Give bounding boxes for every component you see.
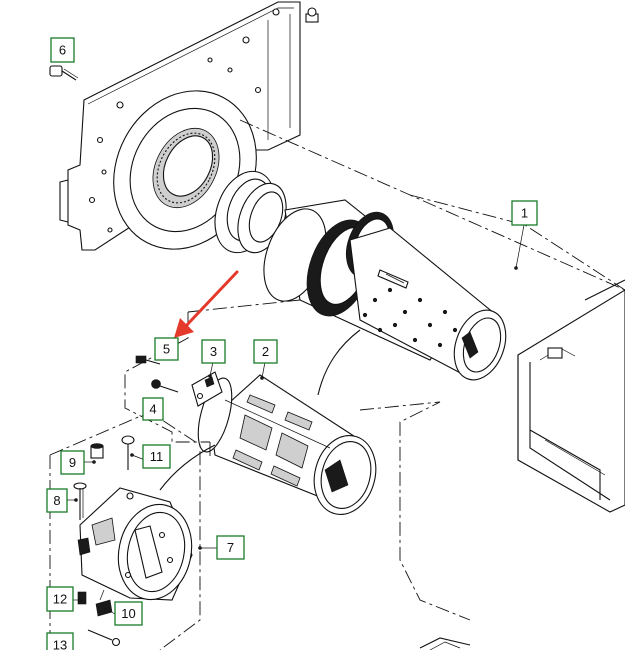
screw-part-13 <box>87 629 121 647</box>
callout-7-label: 7 <box>227 540 234 555</box>
callout-13: 13 <box>46 632 74 650</box>
mounting-plate <box>59 1 319 251</box>
callout-3-label: 3 <box>210 344 217 359</box>
callout-8: 8 <box>46 488 68 513</box>
housing-part-7 <box>77 444 216 601</box>
clip-part-10 <box>95 589 113 617</box>
callout-1-label: 1 <box>521 206 528 221</box>
callout-11: 11 <box>142 444 171 469</box>
housing-frame <box>419 279 625 650</box>
callout-5-label: 5 <box>163 342 170 357</box>
shaft-assembly <box>214 170 507 396</box>
callout-10: 10 <box>114 601 143 626</box>
callout-4: 4 <box>142 397 164 421</box>
callout-2: 2 <box>253 339 278 364</box>
callout-4-label: 4 <box>149 402 156 417</box>
sleeve-part-2 <box>197 374 377 515</box>
pin-part-11 <box>121 435 135 470</box>
bolt-6 <box>49 65 79 81</box>
callout-11-label: 11 <box>150 449 164 464</box>
pin-part-8 <box>73 482 87 520</box>
callout-12-label: 12 <box>53 592 67 607</box>
leader-lines <box>64 224 525 615</box>
callout-13-label: 13 <box>53 638 67 650</box>
callout-9: 9 <box>60 450 85 475</box>
bracket-part-3 <box>191 371 223 407</box>
callout-12: 12 <box>46 586 74 612</box>
screw-4 <box>151 379 179 393</box>
callout-1: 1 <box>511 200 538 226</box>
callout-6: 6 <box>50 37 75 63</box>
clip-part-12 <box>77 591 87 605</box>
callout-8-label: 8 <box>53 493 60 508</box>
callout-5: 5 <box>154 337 179 361</box>
sleeve-part-9 <box>90 443 104 459</box>
callout-2-label: 2 <box>262 344 269 359</box>
callout-10-label: 10 <box>121 606 135 621</box>
callout-3: 3 <box>201 339 226 364</box>
callout-9-label: 9 <box>69 455 76 470</box>
callout-7: 7 <box>216 535 245 560</box>
pointer-arrow <box>174 270 239 338</box>
callout-6-label: 6 <box>59 43 66 58</box>
